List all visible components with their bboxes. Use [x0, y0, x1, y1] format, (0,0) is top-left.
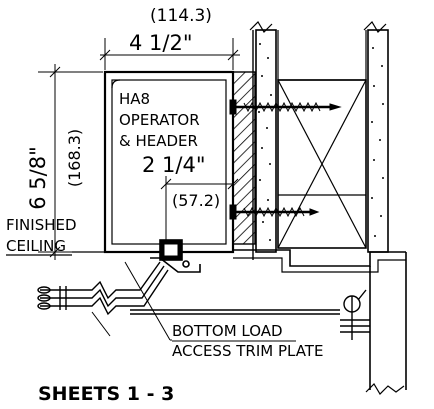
lag-screw-lower — [229, 204, 320, 220]
trim-plate-bracket — [150, 239, 201, 273]
operator-label: HA8 OPERATOR & HEADER — [119, 90, 200, 150]
width-mm-label: (114.3) — [150, 6, 212, 26]
sheet-reference: SHEETS 1 - 3 — [38, 383, 174, 405]
offset-mm-label: (57.2) — [172, 191, 220, 210]
ceiling-label-line2: CEILING — [6, 237, 66, 255]
width-in-label: 4 1/2" — [129, 31, 193, 55]
offset-dimension — [160, 176, 239, 250]
operator-label-line1: HA8 — [119, 90, 150, 108]
hatched-block — [232, 71, 256, 245]
operator-label-line2: OPERATOR — [119, 111, 200, 129]
trim-leader — [91, 261, 172, 341]
trim-label-line1: BOTTOM LOAD — [172, 322, 283, 340]
trim-label-line2: ACCESS TRIM PLATE — [172, 342, 323, 360]
operator-label-line3: & HEADER — [119, 132, 198, 150]
height-mm-label: (168.3) — [65, 129, 84, 187]
lag-screw-upper — [229, 99, 342, 115]
width-dimension — [99, 38, 240, 70]
wall-section — [233, 21, 407, 395]
height-in-label: 6 5/8" — [26, 146, 50, 210]
cable-assembly — [37, 261, 370, 340]
ceiling-label-line1: FINISHED — [6, 216, 77, 234]
offset-in-label: 2 1/4" — [142, 153, 206, 177]
